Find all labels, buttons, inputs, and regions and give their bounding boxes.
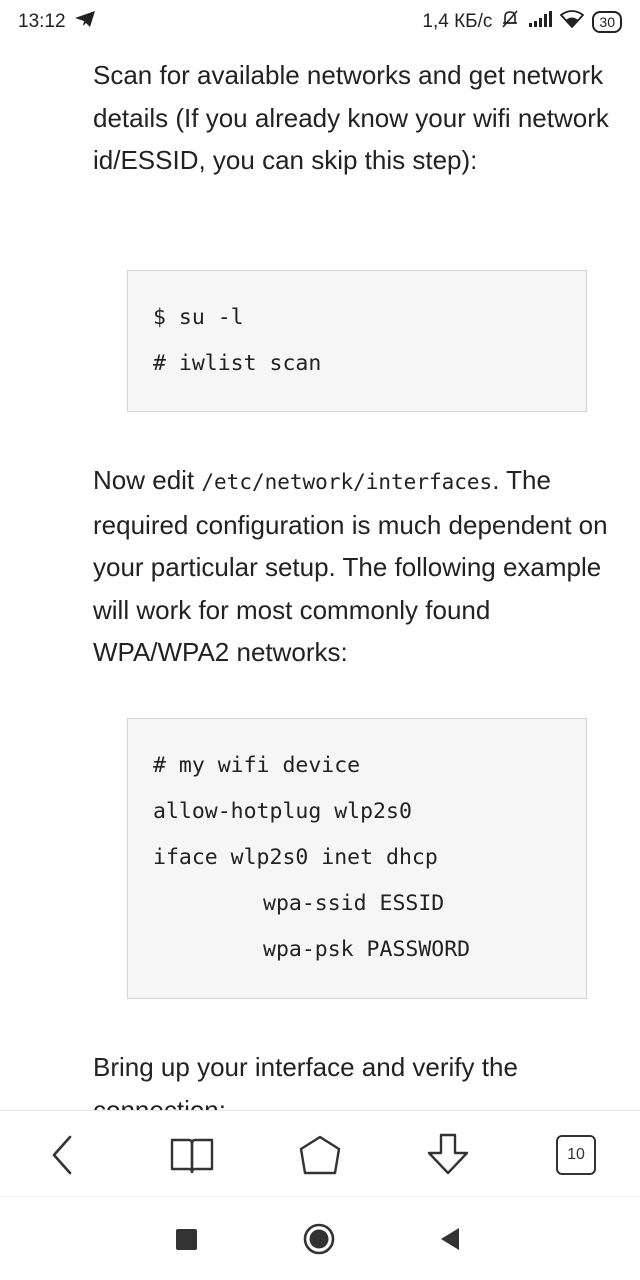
recents-icon <box>175 1228 197 1250</box>
recents-button[interactable] <box>166 1219 206 1259</box>
bell-muted-icon <box>500 9 520 35</box>
bring-up-paragraph: Bring up your interface and verify the c… <box>93 1052 518 1110</box>
download-button[interactable] <box>424 1131 472 1179</box>
code-line: allow-hotplug wlp2s0 <box>153 799 412 824</box>
home-icon <box>299 1135 341 1175</box>
intro-paragraph: Scan for available networks and get netw… <box>93 60 609 175</box>
tabs-icon: 10 <box>556 1135 596 1175</box>
interfaces-path: /etc/network/interfaces <box>201 470 493 494</box>
telegram-icon <box>74 10 96 34</box>
back-icon <box>52 1135 72 1175</box>
download-icon <box>427 1133 469 1175</box>
browser-toolbar: 10 <box>0 1110 640 1196</box>
signal-icon <box>528 11 553 33</box>
home-circle-icon <box>303 1223 335 1255</box>
article-content: Scan for available networks and get netw… <box>0 44 640 1110</box>
tab-count: 10 <box>567 1146 585 1163</box>
back-triangle-icon <box>441 1228 459 1250</box>
edit-suffix: . The required configuration is much dep… <box>93 465 608 667</box>
home-button[interactable] <box>296 1131 344 1179</box>
code-block-scan: $ su -l # iwlist scan <box>127 270 587 412</box>
status-time: 13:12 <box>18 11 66 32</box>
code-line: $ su -l <box>153 305 244 330</box>
edit-paragraph: Now edit /etc/network/interfaces. The re… <box>93 459 623 674</box>
code-line: wpa-psk PASSWORD <box>263 937 471 962</box>
code-line: # iwlist scan <box>153 351 322 376</box>
back-nav-button[interactable] <box>430 1219 470 1259</box>
status-bar: 13:12 1,4 КБ/с 30 <box>0 0 640 44</box>
wifi-icon <box>560 10 585 34</box>
network-speed: 1,4 КБ/с <box>422 11 493 32</box>
status-right: 1,4 КБ/с 30 <box>422 9 622 35</box>
status-left: 13:12 <box>18 10 96 34</box>
bookmarks-button[interactable] <box>168 1131 216 1179</box>
bookmarks-icon <box>170 1138 214 1174</box>
code-line: wpa-ssid ESSID <box>263 891 445 916</box>
home-nav-button[interactable] <box>299 1219 339 1259</box>
tabs-button[interactable]: 10 <box>552 1131 600 1179</box>
code-block-config: # my wifi device allow-hotplug wlp2s0 if… <box>127 718 587 999</box>
battery-icon: 30 <box>592 11 622 33</box>
code-line: # my wifi device <box>153 753 361 778</box>
edit-prefix: Now edit <box>93 465 202 495</box>
code-line: iface wlp2s0 inet dhcp <box>153 845 438 870</box>
system-navigation-bar <box>0 1196 640 1280</box>
back-button[interactable] <box>39 1131 87 1179</box>
